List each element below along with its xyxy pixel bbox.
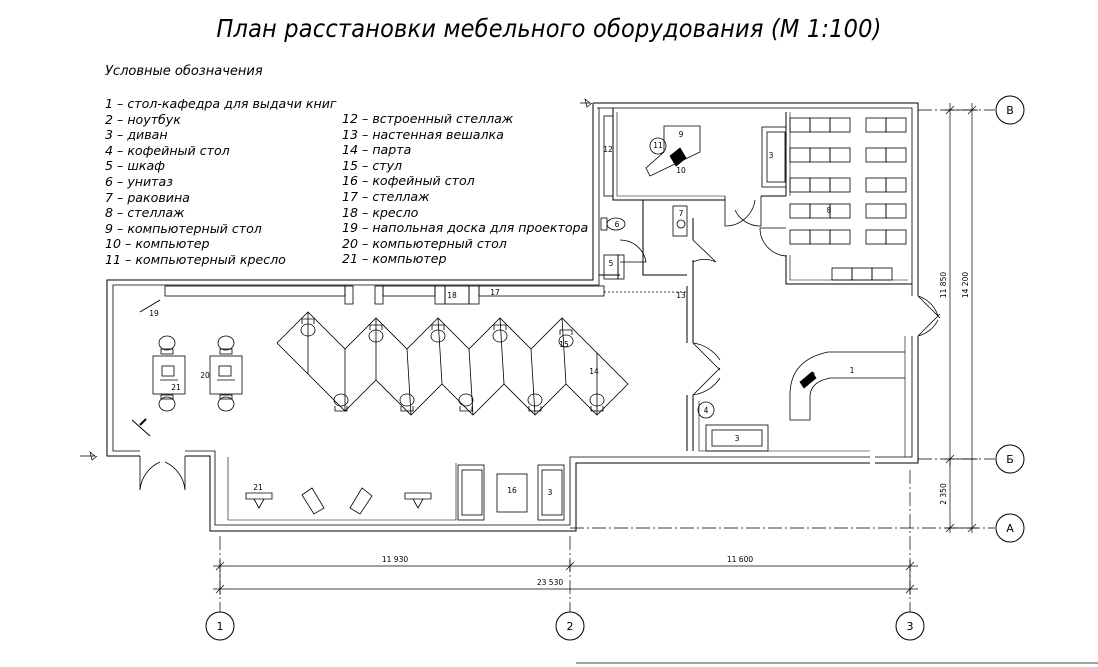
legend-item: 7 – раковина bbox=[105, 189, 190, 205]
legend-item: 6 – унитаз bbox=[105, 173, 173, 189]
mark-3: 3 bbox=[548, 488, 553, 497]
legend-column-2: 12 – встроенный стеллаж 13 – настенная в… bbox=[342, 111, 588, 267]
mark-16: 16 bbox=[507, 486, 517, 495]
student-desks-14 bbox=[276, 311, 629, 416]
doors bbox=[139, 196, 941, 491]
legend-item: 14 – парта bbox=[342, 142, 412, 158]
mark-6: 6 bbox=[615, 220, 620, 229]
legend-item: 11 – компьютерный кресло bbox=[105, 251, 286, 267]
legend-item: 9 – компьютерный стол bbox=[105, 220, 262, 236]
legend-item: 8 – стеллаж bbox=[105, 205, 185, 221]
axis-label-b: Б bbox=[1006, 453, 1014, 466]
mark-21: 21 bbox=[253, 483, 263, 492]
chairs-15 bbox=[300, 318, 605, 412]
mark-2: 2 bbox=[811, 371, 816, 380]
legend-item: 19 – напольная доска для проектора bbox=[342, 220, 589, 236]
legend-item: 15 – стул bbox=[342, 157, 403, 173]
dim-23530: 23 530 bbox=[537, 578, 563, 587]
legend-item: 13 – настенная вешалка bbox=[342, 126, 504, 142]
legend-item: 12 – встроенный стеллаж bbox=[342, 111, 514, 126]
drawing-title: План расстановки мебельного оборудования… bbox=[216, 14, 882, 43]
wall-shelving-17 bbox=[164, 285, 688, 340]
mark-7: 7 bbox=[679, 209, 684, 218]
mark-5: 5 bbox=[609, 259, 614, 268]
legend-item: 16 – кофейный стол bbox=[342, 173, 475, 189]
mark-8: 8 bbox=[827, 206, 832, 215]
mark-1: 1 bbox=[850, 366, 855, 375]
legend-item: 17 – стеллаж bbox=[342, 188, 430, 204]
laptop-2 bbox=[799, 371, 817, 389]
projector-boards-19 bbox=[131, 299, 161, 437]
axis-label-v: В bbox=[1006, 104, 1014, 117]
coffee-table-4 bbox=[697, 401, 715, 419]
mark-15: 15 bbox=[559, 340, 569, 349]
mark-21: 21 bbox=[171, 383, 181, 392]
mark-9: 9 bbox=[679, 130, 684, 139]
mark-17: 17 bbox=[490, 288, 500, 297]
upper-office-furniture bbox=[603, 115, 787, 197]
dim-11600: 11 600 bbox=[727, 555, 753, 564]
mark-19: 19 bbox=[149, 309, 159, 318]
dim-11930: 11 930 bbox=[382, 555, 408, 564]
dim-11850: 11 850 bbox=[939, 272, 948, 298]
legend-item: 10 – компьютер bbox=[105, 236, 210, 252]
mark-11: 11 bbox=[653, 141, 663, 150]
mark-3: 3 bbox=[769, 151, 774, 160]
reception-desk-1 bbox=[789, 351, 905, 421]
legend-column-1: 1 – стол-кафедра для выдачи книг 2 – ноу… bbox=[105, 96, 337, 268]
legend-item: 4 – кофейный стол bbox=[105, 142, 230, 158]
grid-axis-lines bbox=[219, 109, 995, 612]
axis-label-a: А bbox=[1006, 522, 1014, 535]
legend-item: 5 – шкаф bbox=[105, 158, 165, 174]
mark-3: 3 bbox=[735, 434, 740, 443]
mark-12: 12 bbox=[603, 145, 613, 154]
annex-lounge bbox=[457, 464, 565, 521]
mark-4: 4 bbox=[704, 406, 709, 415]
axis-label-2: 2 bbox=[567, 620, 574, 633]
legend-item: 21 – компьютер bbox=[342, 251, 447, 267]
exterior-walls bbox=[106, 102, 919, 532]
computer-tables-20 bbox=[152, 335, 243, 412]
legend-heading: Условные обозначения bbox=[105, 64, 263, 79]
annex-computer-desks-21 bbox=[245, 487, 432, 515]
legend-item: 20 – компьютерный стол bbox=[342, 235, 507, 251]
dimension-lines bbox=[80, 98, 978, 595]
legend-item: 18 – кресло bbox=[342, 204, 419, 220]
bookshelves-8 bbox=[789, 117, 907, 281]
mark-20: 20 bbox=[200, 371, 210, 380]
axis-label-1: 1 bbox=[217, 620, 224, 633]
legend-item: 1 – стол-кафедра для выдачи книг bbox=[105, 96, 337, 111]
mark-14: 14 bbox=[589, 367, 599, 376]
legend-item: 3 – диван bbox=[105, 127, 168, 143]
axis-bubbles bbox=[205, 95, 1025, 641]
dim-2350: 2 350 bbox=[939, 483, 948, 505]
mark-10: 10 bbox=[676, 166, 686, 175]
mark-18: 18 bbox=[447, 291, 457, 300]
sofa-3-hall bbox=[705, 424, 769, 452]
bathroom-fixtures bbox=[600, 205, 688, 280]
axis-label-3: 3 bbox=[907, 620, 914, 633]
dim-14200: 14 200 bbox=[961, 272, 970, 298]
mark-13: 13 bbox=[676, 291, 686, 300]
legend-item: 2 – ноутбук bbox=[105, 111, 181, 127]
